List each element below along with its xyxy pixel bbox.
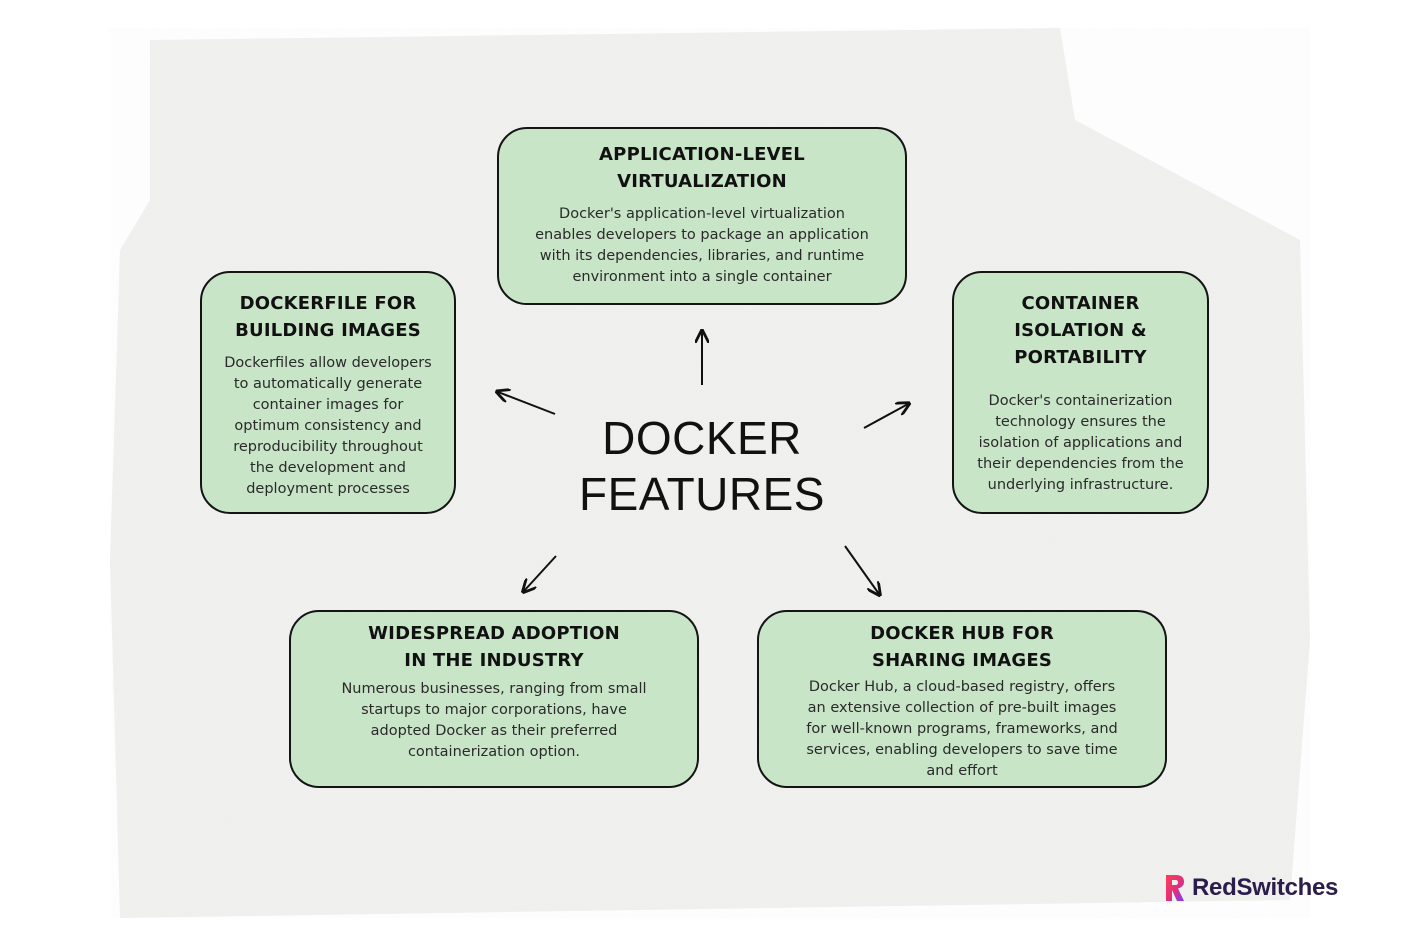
card-title: DOCKERFILE FOR BUILDING IMAGES xyxy=(235,293,421,341)
center-title-line2: FEATURES xyxy=(579,468,825,520)
card-title: DOCKER HUB FOR SHARING IMAGES xyxy=(870,623,1054,671)
card-adoption: WIDESPREAD ADOPTION IN THE INDUSTRY Nume… xyxy=(289,610,699,788)
card-app-virtualization: APPLICATION-LEVEL VIRTUALIZATION Docker'… xyxy=(497,127,907,305)
card-hub: DOCKER HUB FOR SHARING IMAGES Docker Hub… xyxy=(757,610,1167,788)
card-description: Dockerfiles allow developers to automati… xyxy=(224,355,432,497)
card-title: WIDESPREAD ADOPTION IN THE INDUSTRY xyxy=(368,623,620,671)
card-description: Docker Hub, a cloud-based registry, offe… xyxy=(806,679,1118,779)
card-description: Docker's containerization technology ens… xyxy=(977,393,1184,493)
brand-name: RedSwitches xyxy=(1192,874,1339,901)
redswitches-logo-icon xyxy=(1166,875,1184,901)
card-title: APPLICATION-LEVEL VIRTUALIZATION xyxy=(599,144,805,192)
center-title-line1: DOCKER xyxy=(602,412,802,464)
card-isolation: CONTAINER ISOLATION & PORTABILITY Docker… xyxy=(952,271,1209,514)
card-dockerfile: DOCKERFILE FOR BUILDING IMAGES Dockerfil… xyxy=(200,271,456,514)
center-title: DOCKER FEATURES xyxy=(552,410,852,522)
card-description: Numerous businesses, ranging from small … xyxy=(341,681,647,760)
brand-logo: RedSwitches xyxy=(1164,872,1338,904)
card-title: CONTAINER ISOLATION & PORTABILITY xyxy=(1014,293,1147,368)
card-description: Docker's application-level virtualizatio… xyxy=(535,206,869,285)
